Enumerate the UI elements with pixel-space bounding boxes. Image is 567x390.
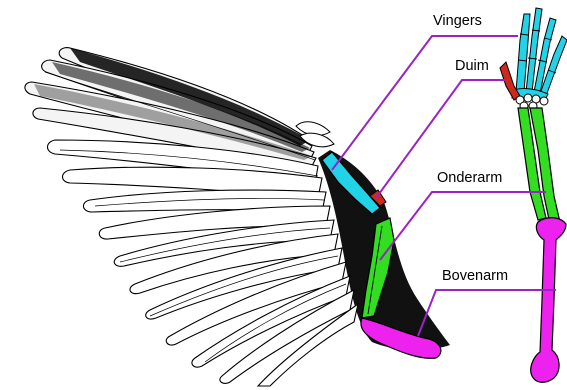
- label-thumb: Duim: [455, 58, 489, 74]
- human-arm-skeleton: [500, 8, 567, 382]
- label-forearm: Onderarm: [437, 170, 502, 186]
- leader-line-upper-arm: [418, 290, 556, 336]
- human-upper-arm-bone: [531, 218, 566, 383]
- secondary-feathers: [48, 140, 359, 386]
- human-forearm-bones: [518, 108, 560, 224]
- leader-line-fingers: [332, 36, 518, 170]
- leader-line-forearm: [380, 192, 546, 260]
- label-upper-arm: Bovenarm: [442, 268, 508, 284]
- human-finger-bones: [512, 8, 567, 102]
- label-fingers: Vingers: [433, 13, 482, 29]
